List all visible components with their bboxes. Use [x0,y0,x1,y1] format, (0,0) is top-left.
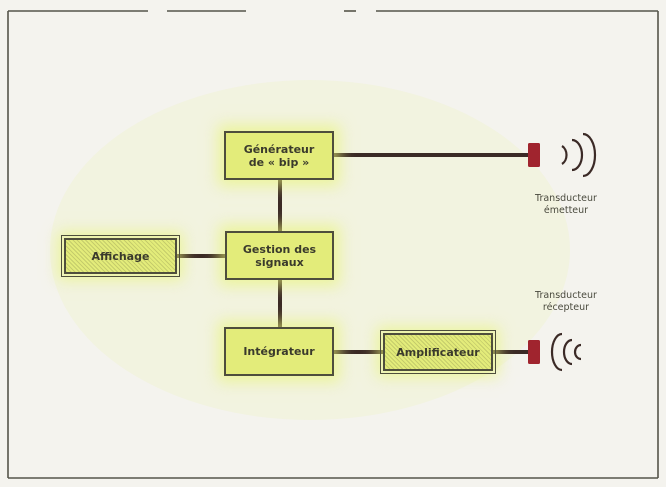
emitter-transducer [528,132,597,178]
generator-block: Générateur de « bip » [224,131,334,180]
signal-manager-block: Gestion des signaux [225,231,334,280]
display-label: Affichage [91,249,150,263]
generator-label: Générateur de « bip » [243,142,315,169]
emitter-caption: Transducteur émetteur [535,193,597,216]
receiver-caption: Transducteur récepteur [535,290,597,313]
receiver-transducer-body [528,340,540,364]
receiver-wave-icon-3 [573,343,582,361]
wires [175,153,530,354]
amplifier-block: Amplificateur [380,330,496,374]
emitter-wave-icon-1 [561,145,568,165]
receiver-transducer [528,332,582,372]
emitter-transducer-body [528,143,540,167]
emitter-wave-icon-2 [571,138,584,172]
display-block: Affichage [61,235,180,277]
receiver-wave-icon-1 [550,332,563,372]
amplifier-label: Amplificateur [396,345,480,359]
integrator-label: Intégrateur [243,345,315,358]
signal-manager-label: Gestion des signaux [242,242,317,269]
diagram-frame [7,10,659,479]
integrator-block: Intégrateur [224,327,334,376]
receiver-wave-icon-2 [562,338,573,366]
emitter-wave-icon-3 [582,132,597,178]
